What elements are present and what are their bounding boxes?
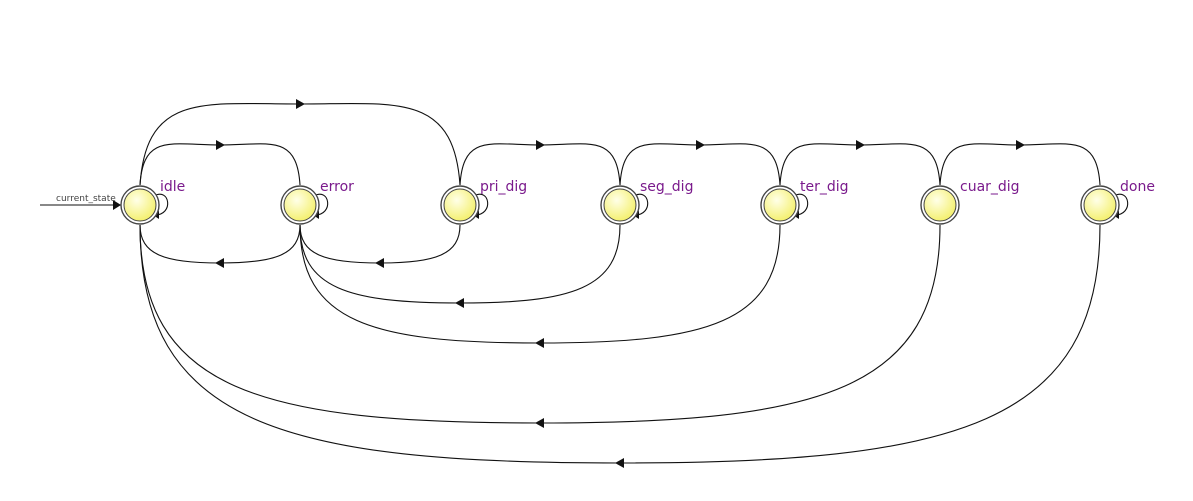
self-loop-pri_dig xyxy=(473,193,489,216)
arrowhead xyxy=(216,140,225,150)
self-loop-error xyxy=(313,193,329,216)
self-loop-idle xyxy=(153,193,169,216)
transition-seg_dig-to-error xyxy=(299,224,621,304)
transition-done-to-idle xyxy=(139,224,1101,464)
state-ter_dig[interactable]: ter_dig xyxy=(760,179,849,225)
state-inner-circle xyxy=(763,188,797,222)
state-label-error: error xyxy=(320,179,354,195)
transition-error-to-idle xyxy=(139,224,301,264)
input-arrowhead xyxy=(113,200,121,210)
transition-ter_dig-to-error xyxy=(299,224,781,344)
state-idle[interactable]: idle xyxy=(120,179,185,225)
state-label-done: done xyxy=(1120,179,1155,195)
state-error[interactable]: error xyxy=(280,179,354,225)
state-inner-circle xyxy=(123,188,157,222)
self-loop-done xyxy=(1113,193,1129,216)
transition-pri_dig-to-error xyxy=(299,224,461,264)
arrowhead xyxy=(1016,140,1025,150)
state-inner-circle xyxy=(443,188,477,222)
state-label-idle: idle xyxy=(160,179,185,195)
state-inner-circle xyxy=(603,188,637,222)
state-cuar_dig[interactable]: cuar_dig xyxy=(920,179,1020,225)
state-pri_dig[interactable]: pri_dig xyxy=(440,179,527,225)
self-loop-ter_dig xyxy=(793,193,809,216)
state-inner-circle xyxy=(1083,188,1117,222)
state-label-seg_dig: seg_dig xyxy=(640,179,693,195)
arrowhead xyxy=(375,258,384,268)
state-inner-circle xyxy=(923,188,957,222)
arrowhead xyxy=(536,140,545,150)
state-label-pri_dig: pri_dig xyxy=(480,179,527,195)
input-arrow-group: current_state xyxy=(40,194,121,210)
transition-edges xyxy=(139,99,1101,468)
state-label-ter_dig: ter_dig xyxy=(800,179,849,195)
input-label: current_state xyxy=(56,194,116,204)
arrowhead xyxy=(615,458,624,468)
arrowhead xyxy=(535,418,544,428)
state-inner-circle xyxy=(283,188,317,222)
self-loop-seg_dig xyxy=(633,193,649,216)
arrowhead xyxy=(296,99,305,109)
transition-cuar_dig-to-idle xyxy=(139,224,941,424)
state-done[interactable]: done xyxy=(1080,179,1155,225)
arrowhead xyxy=(215,258,224,268)
state-nodes: idle error pri_dig seg_dig ter_dig cuar_dig do… xyxy=(120,179,1155,225)
state-seg_dig[interactable]: seg_dig xyxy=(600,179,693,225)
arrowhead xyxy=(696,140,705,150)
arrowhead xyxy=(535,338,544,348)
arrowhead xyxy=(455,298,464,308)
state-label-cuar_dig: cuar_dig xyxy=(960,179,1020,195)
arrowhead xyxy=(856,140,865,150)
